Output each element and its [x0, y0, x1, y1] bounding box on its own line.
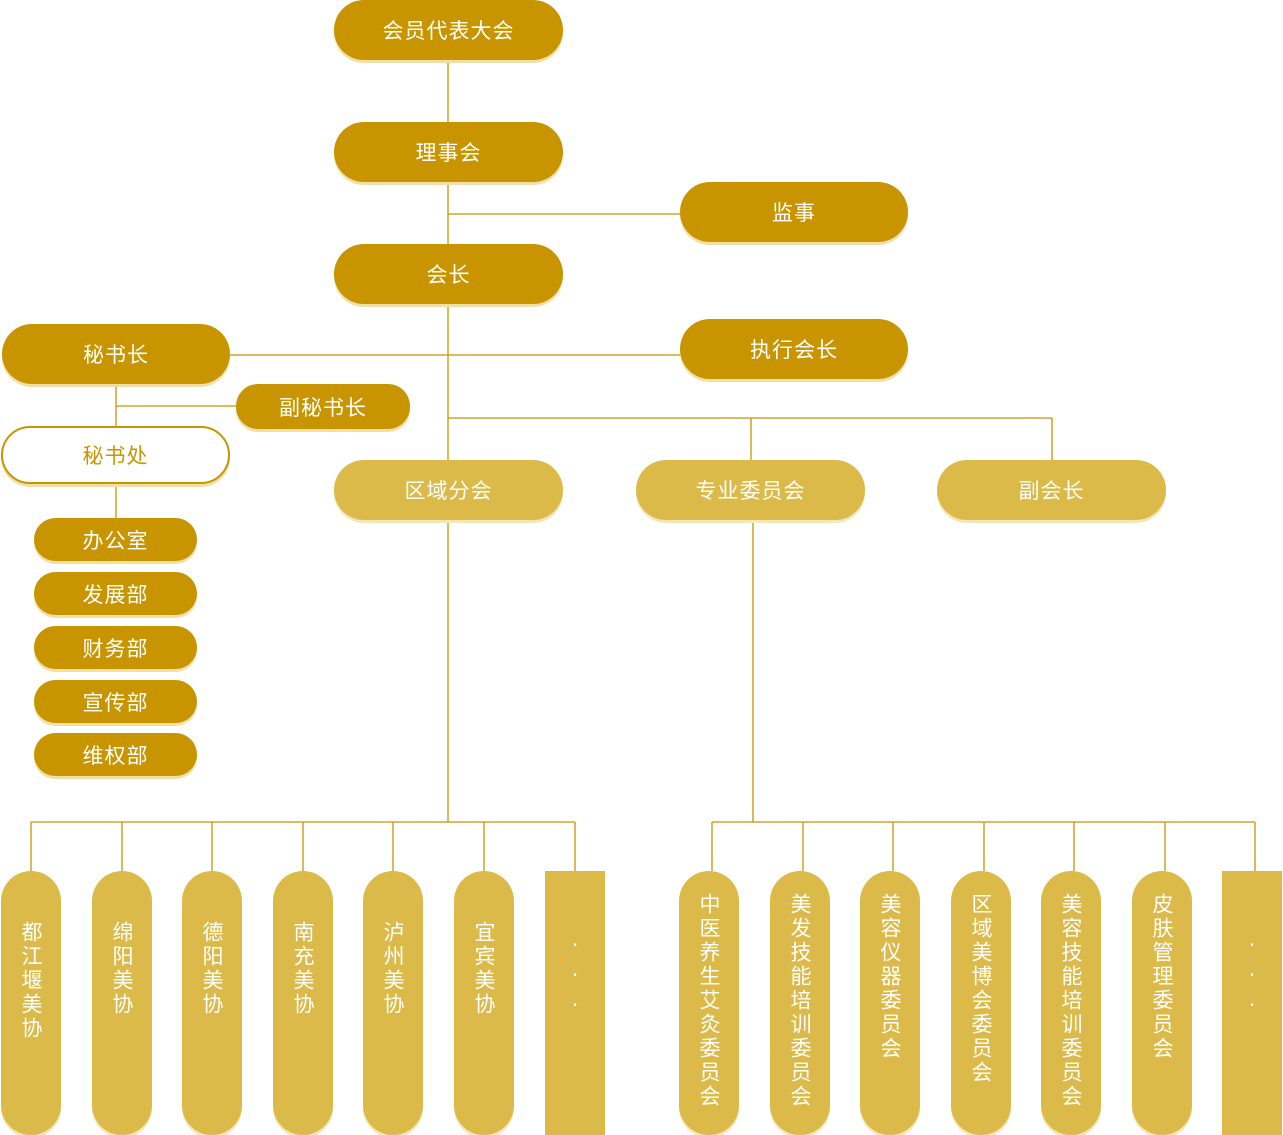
node-president: 会长: [334, 244, 563, 304]
committee-label: 皮肤管理委员会: [1150, 893, 1174, 1061]
branch-label: 宜宾美协: [472, 921, 496, 1017]
committee-skin-management: 皮肤管理委员会: [1132, 871, 1192, 1135]
node-dept-finance: 财务部: [34, 626, 197, 669]
node-members-congress: 会员代表大会: [334, 0, 563, 60]
node-dept-development: 发展部: [34, 572, 197, 615]
node-secretary-general: 秘书长: [2, 324, 230, 384]
node-regional-branches: 区域分会: [334, 460, 563, 520]
committee-label: 中医养生艾灸委员会: [697, 893, 721, 1109]
committee-hair-training: 美发技能培训委员会: [770, 871, 830, 1135]
committee-tcm-moxibustion: 中医养生艾灸委员会: [679, 871, 739, 1135]
branch-deyang: 德阳美协: [182, 871, 242, 1135]
node-council: 理事会: [334, 122, 563, 182]
committee-label: 美发技能培训委员会: [788, 893, 812, 1109]
node-professional-committees: 专业委员会: [636, 460, 865, 520]
node-vice-president: 副会长: [937, 460, 1166, 520]
branch-dujiangyan: 都江堰美协: [1, 871, 61, 1135]
branch-nanchong: 南充美协: [273, 871, 333, 1135]
branch-more: ···: [545, 871, 605, 1135]
node-supervisor: 监事: [680, 182, 908, 242]
branch-label: 泸州美协: [381, 921, 405, 1017]
committee-label: 美容技能培训委员会: [1059, 893, 1083, 1109]
node-executive-president: 执行会长: [680, 319, 908, 379]
committee-label: 区域美博会委员会: [969, 893, 993, 1085]
branch-luzhou: 泸州美协: [363, 871, 423, 1135]
committee-label: 美容仪器委员会: [878, 893, 902, 1061]
node-deputy-secretary-general: 副秘书长: [236, 384, 410, 429]
node-dept-office: 办公室: [34, 518, 197, 561]
branch-mianyang: 绵阳美协: [92, 871, 152, 1135]
branch-label: 南充美协: [291, 921, 315, 1017]
committee-more: ···: [1222, 871, 1282, 1135]
node-secretariat-office: 秘书处: [1, 426, 230, 484]
branch-label: 绵阳美协: [110, 921, 134, 1017]
committee-beauty-devices: 美容仪器委员会: [860, 871, 920, 1135]
branch-yibin: 宜宾美协: [454, 871, 514, 1135]
branch-label: 都江堰美协: [19, 921, 43, 1041]
committee-regional-expo: 区域美博会委员会: [951, 871, 1011, 1135]
ellipsis-label: ···: [563, 933, 587, 1023]
branch-label: 德阳美协: [200, 921, 224, 1017]
ellipsis-label: ···: [1240, 933, 1264, 1023]
node-dept-rights: 维权部: [34, 733, 197, 776]
node-dept-publicity: 宣传部: [34, 680, 197, 723]
committee-beauty-training: 美容技能培训委员会: [1041, 871, 1101, 1135]
